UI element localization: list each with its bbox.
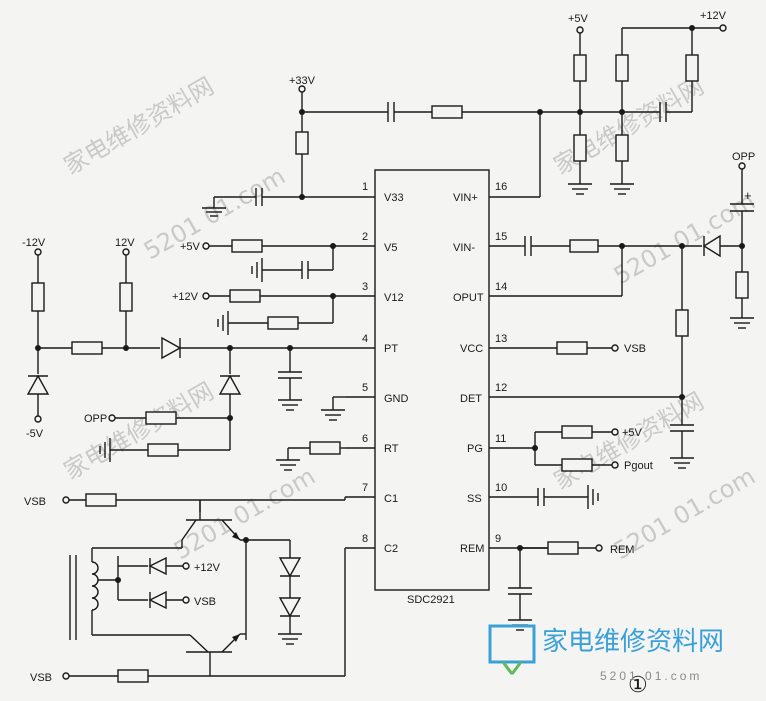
pin-name: RT xyxy=(384,443,399,455)
ic-right-pins xyxy=(489,196,682,549)
watermark-text: 5201 01.com xyxy=(169,462,320,565)
pin-name: PT xyxy=(384,343,398,355)
pt-network xyxy=(26,248,345,462)
pin-number: 13 xyxy=(495,333,507,345)
ic-body xyxy=(374,169,490,591)
pin-number: 15 xyxy=(495,231,507,243)
supply-label-5v-pin11: +5V xyxy=(622,427,643,439)
ic-left-pins xyxy=(345,196,375,549)
supply-label-5v-top: +5V xyxy=(568,13,589,25)
supply-label-12v-top: +12V xyxy=(700,10,727,22)
pin-name: PG xyxy=(467,443,483,455)
ss-network xyxy=(537,485,599,509)
pgout-label: Pgout xyxy=(624,460,653,472)
vin-minus-network xyxy=(520,162,754,469)
watermark-text: 家电维修资料网 xyxy=(59,72,218,180)
pin-name: C1 xyxy=(384,493,398,505)
pin-number: 12 xyxy=(495,382,507,394)
watermark-text: 家电维修资料网 xyxy=(59,377,218,485)
ic-part-number: SDC2921 xyxy=(407,594,455,606)
supply-label-vsb-pin13: VSB xyxy=(624,343,646,355)
opp-label-top: OPP xyxy=(732,151,755,163)
pin-name: VCC xyxy=(460,343,483,355)
polarity-plus: + xyxy=(744,188,752,203)
pin-number: 2 xyxy=(362,231,368,243)
pin-number: 7 xyxy=(362,482,368,494)
watermark-text: 家电维修资料网 xyxy=(549,387,708,495)
pin-number: 3 xyxy=(362,281,368,293)
vcc-network xyxy=(556,341,619,355)
rem-label: REM xyxy=(610,544,634,556)
supply-label-12v-diode: +12V xyxy=(194,562,221,574)
logo-tv-icon xyxy=(488,624,536,664)
watermark-text: 家电维修资料网 xyxy=(549,72,708,180)
logo-url: 5201 01.com xyxy=(600,669,702,683)
pin-number: 9 xyxy=(495,533,501,545)
v5-network xyxy=(202,239,345,282)
pin-number: 5 xyxy=(362,382,368,394)
pin-number: 16 xyxy=(495,181,507,193)
rt-network xyxy=(276,441,345,471)
vin-divider xyxy=(568,24,727,195)
watermark-text: 5201 01.com xyxy=(139,162,290,265)
pin-name: V5 xyxy=(384,242,397,254)
pin-name: C2 xyxy=(384,543,398,555)
pin-number: 6 xyxy=(362,433,368,445)
supply-label-pin2: +5V xyxy=(180,241,201,253)
supply-label-pin3: +12V xyxy=(172,291,199,303)
logo-text: 家电维修资料网 xyxy=(542,627,724,657)
pin-number: 8 xyxy=(362,533,368,545)
pin-name: VIN- xyxy=(453,242,475,254)
site-logo: 家电维修资料网 5201 01.com xyxy=(488,624,724,683)
rem-network xyxy=(508,541,603,631)
opp-label-left: OPP xyxy=(84,413,107,425)
vin-plus-network xyxy=(202,85,692,217)
supply-label-vsb-c1: VSB xyxy=(24,496,46,508)
gnd-network xyxy=(321,396,345,421)
supply-label-neg5v: -5V xyxy=(26,428,44,440)
v12-network xyxy=(202,289,345,335)
supply-label-vsb-c2: VSB xyxy=(30,672,52,684)
pin-number: 14 xyxy=(495,281,507,293)
pin-name: SS xyxy=(467,493,482,505)
pin-number: 10 xyxy=(495,482,507,494)
pin-name: VIN+ xyxy=(453,192,478,204)
pin-name: GND xyxy=(384,393,409,405)
pin-name: V12 xyxy=(384,292,404,304)
pg-network xyxy=(532,425,619,472)
pin-name: DET xyxy=(460,393,482,405)
pin-number: 11 xyxy=(495,433,506,445)
figure-number: ① xyxy=(628,672,648,697)
pin-name: V33 xyxy=(384,192,404,204)
supply-label-33v: +33V xyxy=(289,75,316,87)
pin-number: 1 xyxy=(362,181,368,193)
pin-number: 4 xyxy=(362,333,368,345)
supply-label-vsb-diode: VSB xyxy=(194,596,216,608)
supply-label-neg12v: -12V xyxy=(22,237,46,249)
c1-c2-network xyxy=(62,493,346,683)
supply-label-12v: 12V xyxy=(115,237,135,249)
pin-name: OPUT xyxy=(453,292,484,304)
pin-name: REM xyxy=(460,543,484,555)
